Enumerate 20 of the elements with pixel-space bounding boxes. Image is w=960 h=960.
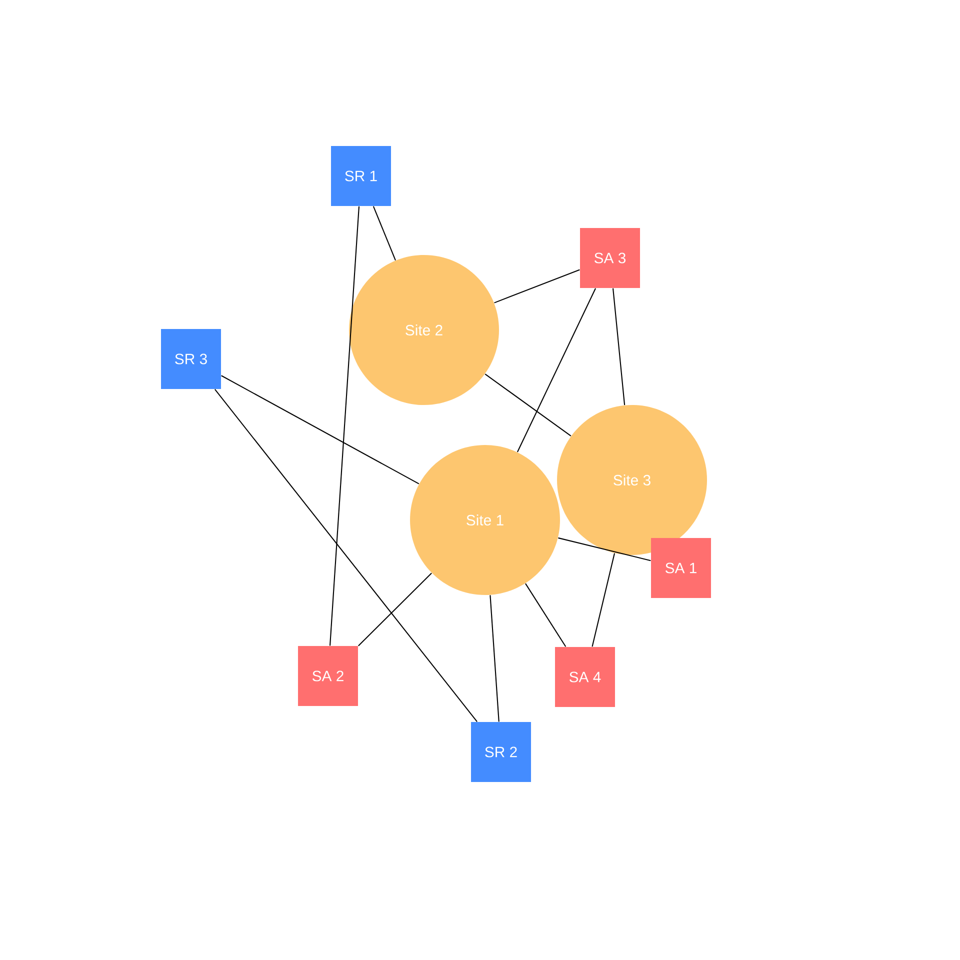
site-square: SR 2 — [471, 722, 531, 782]
site-square: SA 2 — [298, 646, 358, 706]
connector-line — [329, 206, 360, 646]
site-square: SR 1 — [331, 146, 391, 206]
connector-line — [612, 288, 626, 406]
connector-line — [372, 206, 396, 260]
connector-line — [214, 389, 478, 722]
connector-line — [490, 595, 500, 722]
site-square: SA 1 — [651, 538, 711, 598]
connector-line — [484, 374, 572, 436]
connector-line — [221, 375, 420, 484]
site-square: SA 3 — [580, 228, 640, 288]
connector-line — [358, 572, 432, 646]
connector-line — [494, 269, 580, 304]
connector-line — [558, 537, 651, 562]
site-square: SA 4 — [555, 647, 615, 707]
site-square: SR 3 — [161, 329, 221, 389]
connector-line — [516, 288, 596, 452]
connector-line — [592, 553, 616, 647]
connector-line — [525, 583, 566, 647]
